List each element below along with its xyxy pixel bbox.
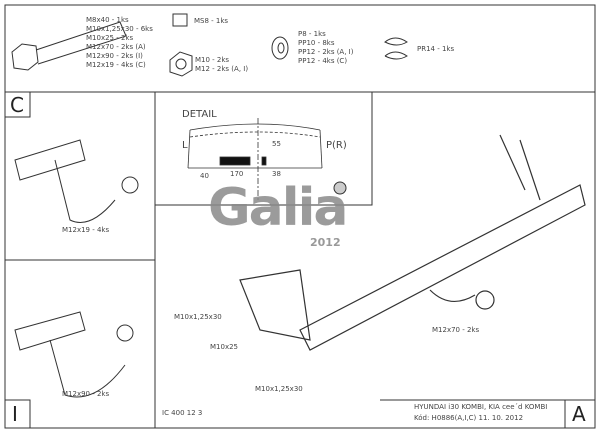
- part-item: M12x19 - 4ks (C): [86, 61, 146, 69]
- part-item: PP12 - 2ks (A, I): [298, 48, 354, 56]
- dim-40: 40: [200, 172, 209, 180]
- bolt-label-2: M10x25: [210, 343, 238, 351]
- part-item: M10 - 2ks: [195, 56, 230, 64]
- nut-icon: [169, 13, 193, 77]
- panel-label-i: I: [12, 402, 18, 426]
- i-tow-bar: [14, 311, 134, 398]
- ms8-label: MS8 - 1ks: [194, 17, 229, 25]
- part-item: M10x1,25x30 - 6ks: [86, 25, 153, 33]
- dim-170: 170: [230, 170, 244, 178]
- detail-bumper: [187, 118, 323, 200]
- logo-year: 2012: [310, 236, 341, 249]
- part-item: M12x70 - 2ks (A): [86, 43, 146, 51]
- part-item: M8x40 - 1ks: [86, 16, 129, 24]
- drawing-code: IC 400 12 3: [162, 409, 203, 417]
- a-bolt-label: M12x70 - 2ks: [432, 326, 480, 334]
- galia-logo: Galia: [208, 178, 349, 238]
- bolt-label-3: M10x1,25x30: [255, 385, 303, 393]
- detail-left: L: [182, 140, 188, 151]
- part-item: M12x90 - 2ks (I): [86, 52, 143, 60]
- part-item: P8 - 1ks: [298, 30, 326, 38]
- dim-38: 38: [272, 170, 281, 178]
- panel-label-a: A: [572, 402, 586, 426]
- part-item: PP12 - 4ks (C): [298, 57, 348, 65]
- part-item: M10x25 - 2ks: [86, 34, 134, 42]
- spring-icon: [384, 37, 408, 60]
- dim-55: 55: [272, 140, 281, 148]
- washer-icon: [271, 36, 289, 60]
- panel-label-c: C: [10, 93, 24, 117]
- detail-title: DETAIL: [182, 109, 217, 120]
- detail-right: P(R): [326, 140, 347, 151]
- part-item: PP10 - 8ks: [298, 39, 335, 47]
- spring-label: PR14 - 1ks: [417, 45, 455, 53]
- bolt-icon: [11, 21, 127, 71]
- c-tow-bar: [14, 139, 139, 223]
- bolt-label-1: M10x1,25x30: [174, 313, 222, 321]
- main-tow-bar: [239, 134, 586, 351]
- part-item: M12 - 2ks (A, I): [195, 65, 249, 73]
- i-bolt-label: M12x90 - 2ks: [62, 390, 110, 398]
- drawing-kod: Kód: H0886(A,I,C) 11. 10. 2012: [414, 414, 524, 422]
- c-bolt-label: M12x19 - 4ks: [62, 226, 110, 234]
- vehicle-model: HYUNDAI i30 KOMBI, KIA cee´d KOMBI: [414, 403, 548, 411]
